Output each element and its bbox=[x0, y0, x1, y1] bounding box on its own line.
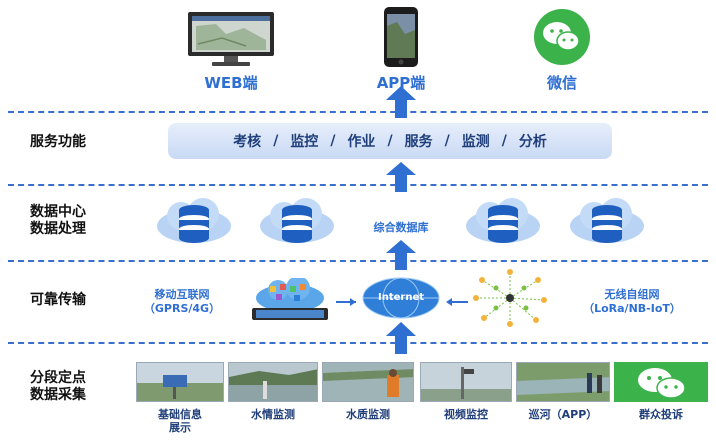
mobile-network-label: 移动互联网 （GPRS/4G） bbox=[128, 288, 236, 316]
database-cloud-icon bbox=[464, 196, 542, 250]
arrow-up-icon bbox=[386, 240, 416, 274]
arrow-up-icon bbox=[386, 322, 416, 358]
connector-arrow-icon bbox=[446, 292, 468, 311]
service-item: 监测 bbox=[461, 134, 490, 150]
collect-label-complaint: 群众投诉 bbox=[639, 408, 683, 421]
mobile-network-line: （GPRS/4G） bbox=[143, 302, 221, 315]
service-item: 作业 bbox=[347, 134, 376, 150]
collect-label-line: 基础信息 bbox=[158, 408, 202, 421]
smartphone-icon bbox=[383, 6, 419, 68]
service-separator: / bbox=[387, 133, 393, 149]
row-label-line: 数据采集 bbox=[30, 387, 86, 403]
row-label-data-center: 数据中心 数据处理 bbox=[30, 204, 86, 238]
client-label-web: WEB端 bbox=[204, 74, 258, 92]
connector-arrow-icon bbox=[336, 292, 358, 311]
divider-4 bbox=[8, 342, 708, 344]
wechat-icon bbox=[533, 8, 591, 66]
arrow-up-icon bbox=[386, 162, 416, 196]
wireless-network-line: （LoRa/NB-IoT） bbox=[583, 302, 681, 315]
wireless-network-line: 无线自组网 bbox=[604, 288, 660, 301]
service-separator: / bbox=[273, 133, 279, 149]
divider-3 bbox=[8, 260, 708, 262]
service-item: 监控 bbox=[290, 134, 319, 150]
internet-globe-icon bbox=[356, 276, 446, 324]
database-label: 综合数据库 bbox=[373, 221, 429, 234]
photo-video-monitor bbox=[420, 362, 512, 402]
collect-label-patrol: 巡河（APP） bbox=[528, 408, 598, 421]
database-cloud-icon bbox=[258, 196, 336, 250]
client-label-wechat: 微信 bbox=[546, 74, 577, 92]
mobile-network-line: 移动互联网 bbox=[154, 288, 210, 301]
arrow-up-icon bbox=[386, 86, 416, 122]
service-item: 服务 bbox=[404, 134, 433, 150]
service-item: 分析 bbox=[518, 134, 547, 150]
service-bar: 考核 / 监控 / 作业 / 服务 / 监测 / 分析 bbox=[168, 123, 612, 159]
row-label-transfer: 可靠传输 bbox=[30, 292, 86, 308]
service-separator: / bbox=[330, 133, 336, 149]
divider-2 bbox=[8, 184, 708, 186]
collect-label-basic-info: 基础信息 展示 bbox=[136, 408, 224, 434]
database-cloud-icon bbox=[568, 196, 646, 250]
desktop-monitor-icon bbox=[186, 10, 276, 68]
divider-1 bbox=[8, 111, 708, 113]
mesh-network-icon bbox=[470, 268, 550, 332]
mobile-apps-cloud-icon bbox=[244, 276, 336, 328]
database-cloud-icon bbox=[155, 196, 233, 250]
wireless-network-label: 无线自组网 （LoRa/NB-IoT） bbox=[572, 288, 692, 316]
service-item: 考核 bbox=[233, 134, 262, 150]
photo-water-level bbox=[228, 362, 318, 402]
collect-label-video: 视频监控 bbox=[444, 408, 488, 421]
photo-public-complaint bbox=[614, 362, 708, 402]
row-label-collect: 分段定点 数据采集 bbox=[30, 370, 86, 404]
collect-label-water-quality: 水质监测 bbox=[346, 408, 390, 421]
photo-water-quality bbox=[322, 362, 414, 402]
collect-label-line: 展示 bbox=[169, 421, 191, 434]
row-label-service: 服务功能 bbox=[30, 134, 86, 150]
service-separator: / bbox=[501, 133, 507, 149]
row-label-line: 数据中心 bbox=[30, 204, 86, 220]
photo-basic-info bbox=[136, 362, 224, 402]
service-separator: / bbox=[444, 133, 450, 149]
row-label-line: 数据处理 bbox=[30, 221, 86, 237]
client-label-app: APP端 bbox=[376, 74, 426, 92]
row-label-line: 分段定点 bbox=[30, 370, 86, 386]
internet-label: Internet bbox=[377, 292, 424, 303]
collect-label-water-level: 水情监测 bbox=[251, 408, 295, 421]
photo-river-patrol bbox=[516, 362, 610, 402]
